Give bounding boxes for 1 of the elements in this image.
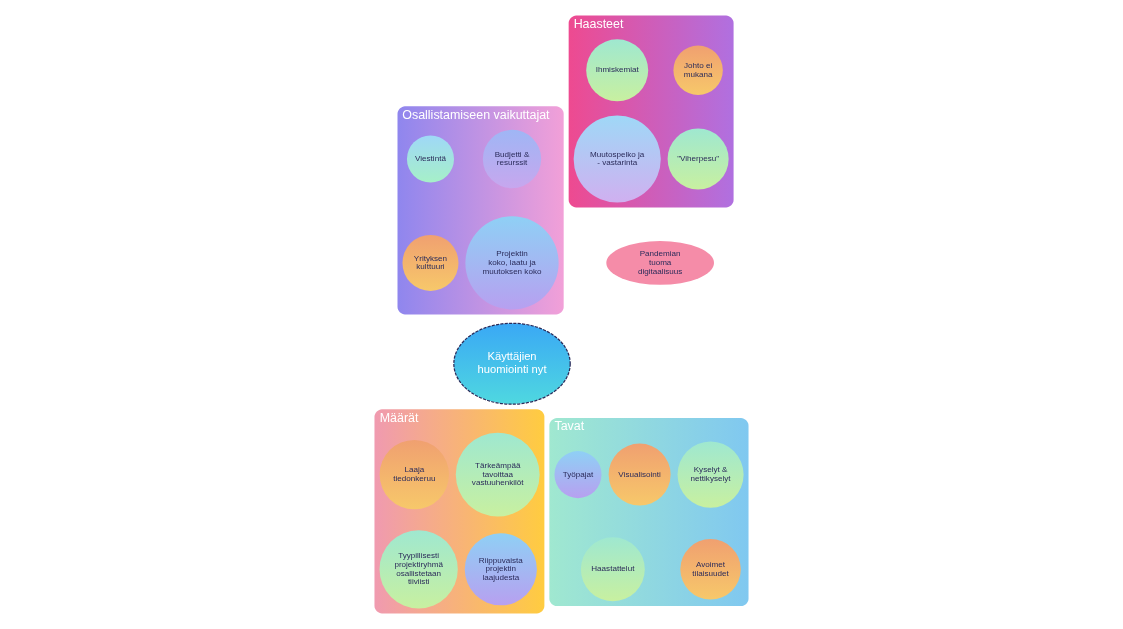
node-ellipse: Käyttäjien huomiointi nyt (453, 322, 571, 405)
